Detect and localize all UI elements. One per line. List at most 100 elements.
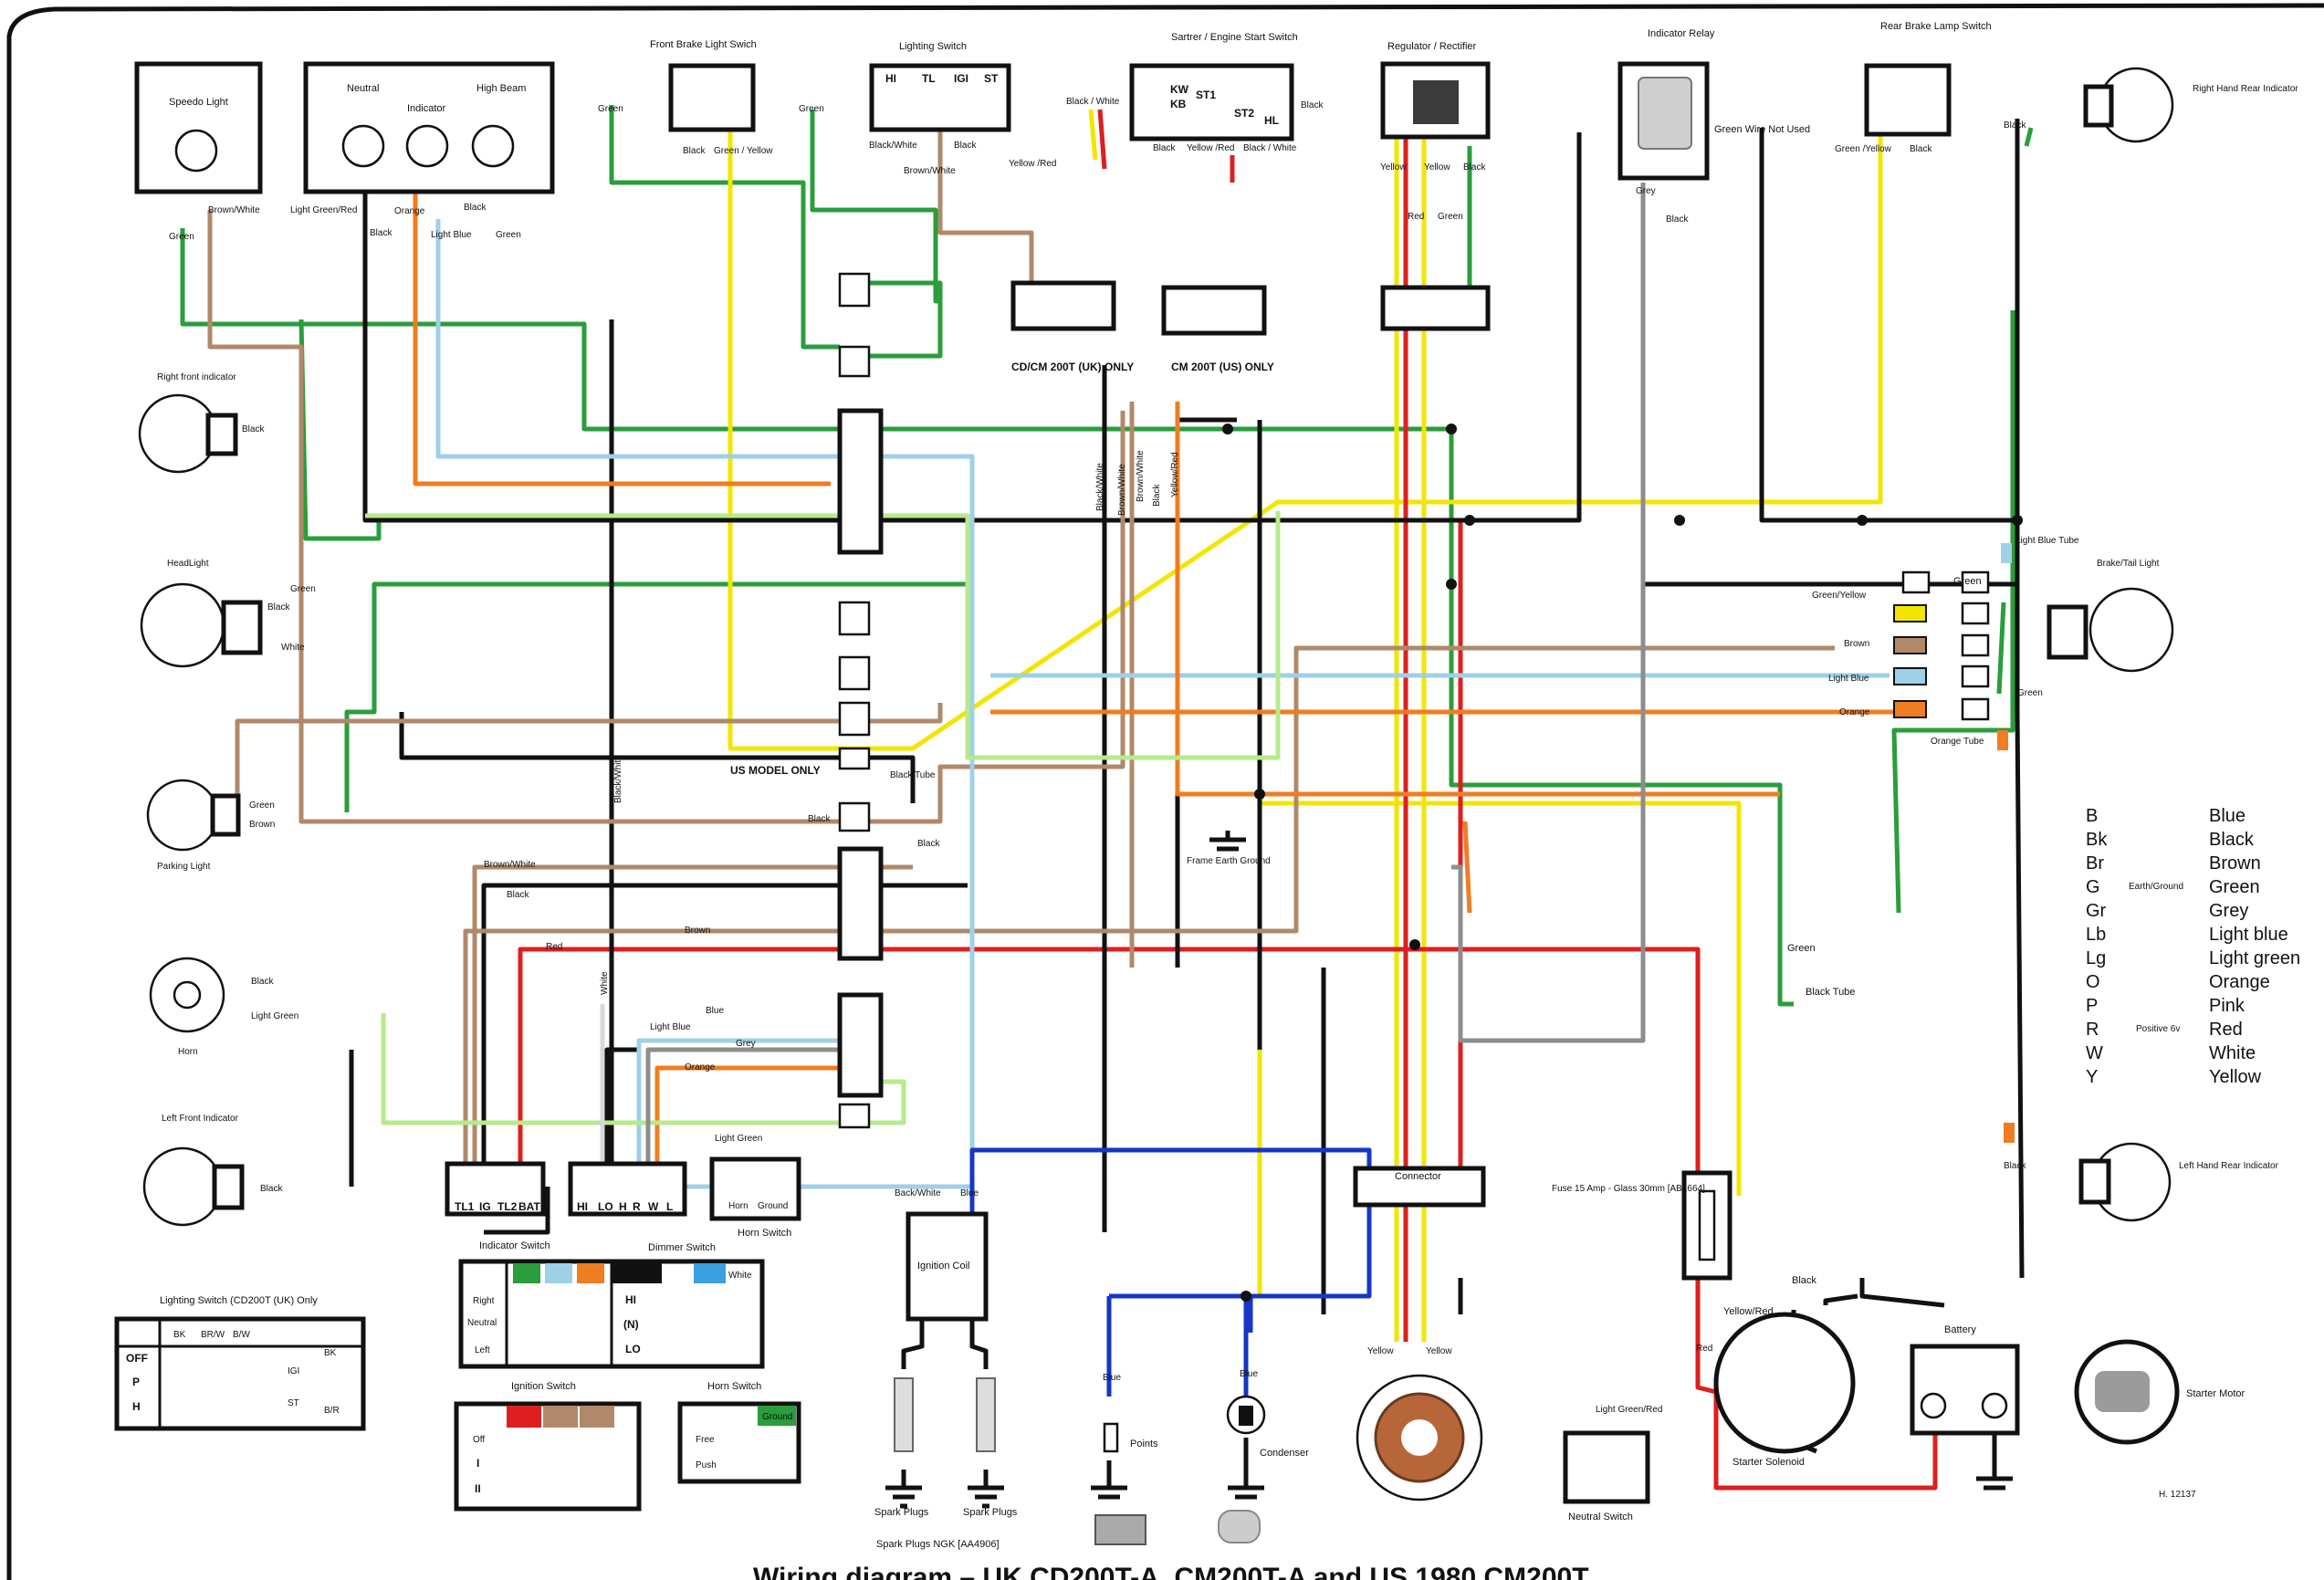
- svg-text:CD/CM 200T (UK) ONLY: CD/CM 200T (UK) ONLY: [1011, 361, 1134, 373]
- svg-text:P: P: [132, 1376, 140, 1388]
- svg-text:Black: Black: [370, 228, 393, 238]
- svg-text:Black: Black: [1152, 484, 1162, 507]
- svg-text:B/R: B/R: [324, 1406, 340, 1416]
- svg-text:Fuse 15 Amp - Glass 30mm [AB16: Fuse 15 Amp - Glass 30mm [AB1664]: [1552, 1184, 1705, 1194]
- svg-text:Spark Plugs: Spark Plugs: [874, 1507, 929, 1518]
- svg-text:Light Green/Red: Light Green/Red: [290, 205, 357, 215]
- svg-text:Earth/Ground: Earth/Ground: [2129, 882, 2183, 892]
- svg-text:W: W: [2086, 1043, 2103, 1063]
- svg-text:Black: Black: [1463, 162, 1486, 173]
- indicator-lamps: Neutral Indicator High Beam: [303, 61, 555, 194]
- svg-text:Red: Red: [546, 942, 562, 952]
- brake-tail-light: Brake/Tail Light: [2047, 559, 2174, 673]
- svg-text:H: H: [132, 1400, 141, 1413]
- svg-text:Light Blue Tube: Light Blue Tube: [2015, 536, 2079, 546]
- svg-text:OFF: OFF: [126, 1352, 148, 1365]
- switch-terminal-blocks: TL1 IG TL2 BAT HI LO H R W L Horn Ground…: [445, 1156, 801, 1239]
- svg-text:Speedo Light: Speedo Light: [169, 97, 228, 108]
- svg-text:HI: HI: [885, 72, 896, 85]
- svg-text:Regulator / Rectifier: Regulator / Rectifier: [1387, 41, 1477, 52]
- svg-text:Black Tube: Black Tube: [890, 770, 936, 780]
- svg-text:Green: Green: [799, 104, 824, 114]
- regulator-rectifier: Regulator / Rectifier: [1380, 41, 1491, 140]
- svg-text:White: White: [600, 971, 610, 995]
- ignition-coil: Ignition Coil: [901, 1211, 989, 1369]
- svg-text:Green: Green: [169, 232, 194, 242]
- svg-text:Light Blue: Light Blue: [1828, 674, 1869, 684]
- svg-text:US MODEL ONLY: US MODEL ONLY: [730, 764, 821, 777]
- front-brake-light-switch: Front Brake Light Swich: [650, 39, 757, 132]
- svg-text:Brake/Tail Light: Brake/Tail Light: [2097, 559, 2160, 569]
- svg-text:Yellow: Yellow: [1424, 162, 1450, 173]
- left-rear-indicator: Left Hand Rear Indicator: [2078, 1142, 2279, 1222]
- svg-text:Ground: Ground: [762, 1412, 792, 1422]
- svg-text:Brown/White: Brown/White: [484, 860, 536, 870]
- svg-text:Light Blue: Light Blue: [431, 230, 472, 240]
- svg-text:Right front indicator: Right front indicator: [157, 372, 236, 382]
- svg-text:Indicator: Indicator: [407, 103, 446, 114]
- svg-text:Brown: Brown: [685, 926, 710, 936]
- svg-text:Points: Points: [1130, 1439, 1158, 1449]
- svg-text:LO: LO: [625, 1343, 641, 1355]
- svg-text:Black / White: Black / White: [1066, 97, 1120, 107]
- svg-text:IGI: IGI: [954, 72, 968, 85]
- svg-text:Condenser: Condenser: [1260, 1448, 1309, 1459]
- svg-text:Red: Red: [1408, 212, 1424, 222]
- starter-switch: Sartrer / Engine Start Switch KW KB ST1 …: [1129, 32, 1298, 141]
- svg-text:Yellow: Yellow: [1367, 1346, 1394, 1356]
- starter-solenoid: Starter Solenoid: [1713, 1312, 1856, 1468]
- rear-brake-switch: Rear Brake Lamp Switch: [1864, 21, 1992, 137]
- svg-text:O: O: [2086, 972, 2100, 992]
- svg-text:Lighting Switch (CD200T (UK) O: Lighting Switch (CD200T (UK) Only: [160, 1295, 318, 1306]
- svg-text:IG: IG: [479, 1200, 491, 1213]
- ground-symbols: Frame Earth Ground: [885, 831, 2013, 1509]
- parking-light: Parking Light: [146, 779, 241, 872]
- fuse: Fuse 15 Amp - Glass 30mm [AB1664]: [1552, 1170, 1733, 1281]
- svg-text:Lighting Switch: Lighting Switch: [899, 41, 967, 52]
- svg-text:Brown: Brown: [1844, 639, 1869, 649]
- svg-text:Blue: Blue: [2209, 806, 2245, 826]
- lighting-switch-uk-table: Lighting Switch (CD200T (UK) Only OFF P …: [114, 1295, 366, 1431]
- svg-text:Horn Switch: Horn Switch: [707, 1381, 761, 1392]
- svg-text:ST: ST: [288, 1398, 299, 1408]
- svg-text:Indicator Switch: Indicator Switch: [479, 1240, 550, 1251]
- svg-text:Grey: Grey: [1636, 186, 1656, 196]
- svg-text:Grey: Grey: [2209, 901, 2248, 921]
- svg-text:Green: Green: [249, 800, 275, 811]
- svg-text:Black: Black: [1910, 144, 1932, 154]
- speedo-light: Speedo Light: [134, 61, 263, 194]
- svg-text:Right: Right: [473, 1296, 495, 1306]
- svg-text:Black: Black: [2209, 830, 2255, 850]
- svg-text:Black: Black: [683, 146, 706, 156]
- wire-labels: Green Brown/White Light Green/Red Black …: [169, 97, 2043, 1415]
- svg-text:Frame Earth Ground: Frame Earth Ground: [1187, 856, 1271, 866]
- svg-text:Black: Black: [242, 424, 265, 434]
- svg-text:B: B: [2086, 806, 2098, 826]
- svg-text:Green: Green: [496, 230, 521, 240]
- svg-text:Left Hand Rear Indicator: Left Hand Rear Indicator: [2179, 1161, 2279, 1171]
- svg-text:Black: Black: [251, 977, 274, 987]
- stator: [1356, 1374, 1483, 1502]
- svg-text:Green: Green: [1953, 576, 1982, 587]
- svg-text:Push: Push: [696, 1460, 717, 1470]
- svg-text:Light Green/Red: Light Green/Red: [1596, 1405, 1662, 1415]
- svg-text:High Beam: High Beam: [476, 83, 526, 94]
- svg-text:Blue: Blue: [960, 1188, 979, 1198]
- svg-text:Right Hand Rear Indicator: Right Hand Rear Indicator: [2193, 84, 2298, 94]
- svg-text:BK: BK: [324, 1348, 337, 1358]
- svg-text:White: White: [281, 643, 305, 653]
- svg-text:Lg: Lg: [2086, 948, 2106, 968]
- svg-text:TL2: TL2: [497, 1200, 518, 1213]
- svg-text:Black: Black: [954, 141, 977, 151]
- svg-text:Black/White: Black/White: [1095, 463, 1105, 511]
- svg-text:R: R: [633, 1200, 641, 1213]
- svg-text:H: H: [619, 1200, 627, 1213]
- svg-text:HeadLight: HeadLight: [167, 559, 209, 569]
- harness-connectors: CD/CM 200T (UK) ONLY CM 200T (US) ONLY U…: [730, 272, 1491, 1208]
- svg-text:Horn: Horn: [728, 1201, 748, 1211]
- svg-text:Pink: Pink: [2209, 996, 2245, 1016]
- svg-text:Orange: Orange: [2209, 972, 2270, 992]
- svg-text:BAT: BAT: [518, 1200, 540, 1213]
- svg-text:KW: KW: [1170, 83, 1189, 96]
